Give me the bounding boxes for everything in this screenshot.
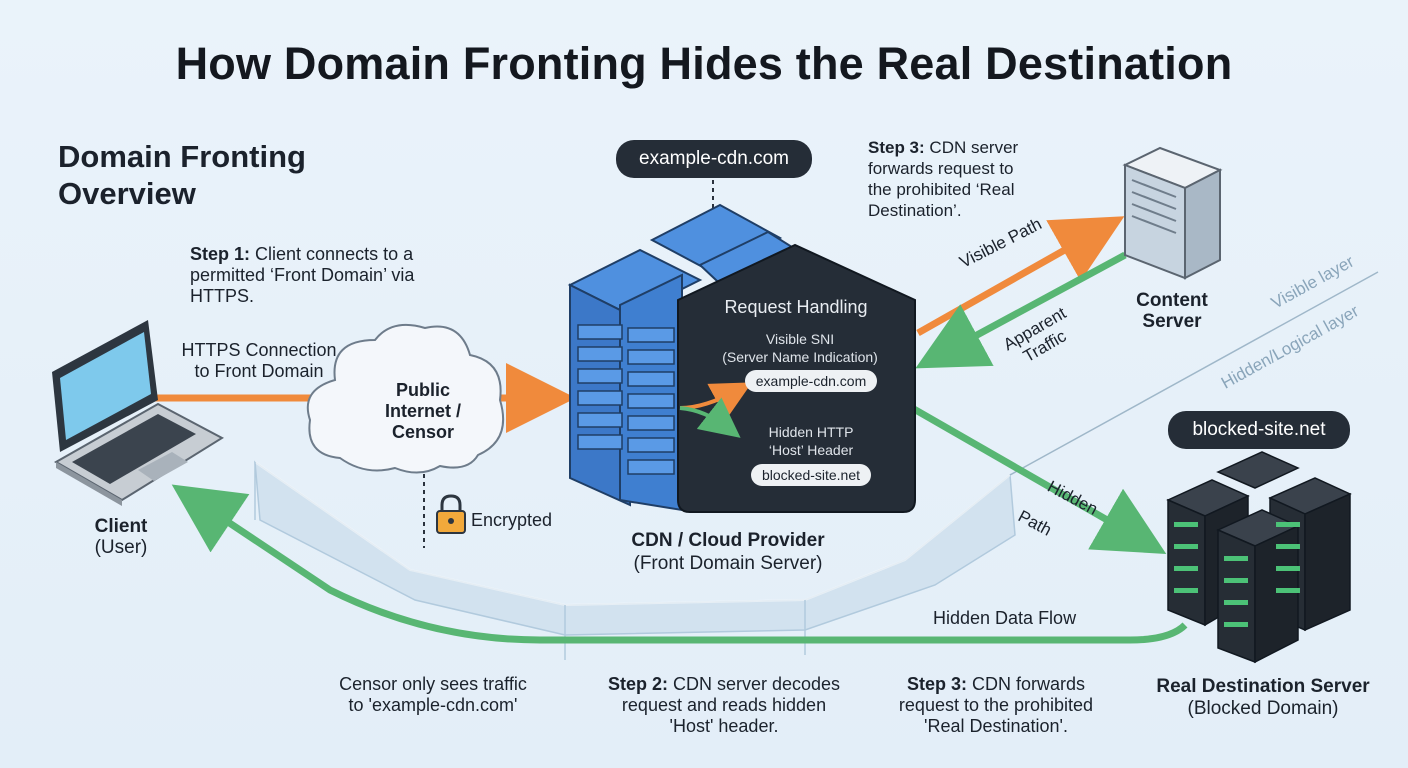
step3-top-text: Step 3: CDN server forwards request to t… xyxy=(868,137,1018,221)
arrow-apparent-traffic xyxy=(915,251,1127,369)
overview-line-1: Domain Fronting xyxy=(58,139,306,174)
lock-icon xyxy=(436,494,466,534)
hidden-data-flow-label: Hidden Data Flow xyxy=(933,608,1077,628)
step1-line-2: permitted ‘Front Domain’ via xyxy=(190,265,415,285)
real-destination-name: Real Destination Server xyxy=(1156,676,1370,697)
sni-label: Visible SNI (Server Name Indication) xyxy=(700,330,900,366)
host-header-label: Hidden HTTP ‘Host’ Header xyxy=(728,423,894,459)
sni-line-1: Visible SNI xyxy=(765,331,835,347)
laptop-icon xyxy=(52,320,225,506)
https-label-line-1: HTTPS Connection xyxy=(181,340,337,360)
censor-note: Censor only sees traffic to 'example-cdn… xyxy=(318,674,548,716)
step3-bottom-text: Step 3: CDN forwards request to the proh… xyxy=(878,674,1114,737)
step1-text: Step 1: Client connects to a permitted ‘… xyxy=(190,244,414,307)
step1-line-3: HTTPS. xyxy=(190,286,255,306)
step3-top-bold: Step 3: xyxy=(868,138,925,157)
https-connection-label: HTTPS Connection to Front Domain xyxy=(168,340,350,382)
host-line-1: Hidden HTTP xyxy=(768,424,854,440)
cdn-domain-pill: example-cdn.com xyxy=(616,140,812,178)
censor-note-line-2: to 'example-cdn.com' xyxy=(348,695,518,715)
content-server-line-2: Server xyxy=(1142,311,1202,332)
encrypted-tunnel xyxy=(254,460,1016,660)
step2-line-2: request and reads hidden xyxy=(621,695,827,715)
real-destination-server-icon xyxy=(1166,451,1352,664)
censor-note-line-1: Censor only sees traffic xyxy=(339,674,527,694)
request-handling-title: Request Handling xyxy=(724,297,868,317)
overview-line-2: Overview xyxy=(58,176,196,211)
arrow-hidden-data-flow xyxy=(171,484,1188,644)
content-server-line-1: Content xyxy=(1136,290,1208,311)
step1-line-1: Client connects to a xyxy=(250,244,414,264)
step3-top-line-1: CDN server xyxy=(924,138,1019,157)
client-label: Client (User) xyxy=(60,516,182,558)
cloud-line-1: Public xyxy=(395,380,450,400)
host-line-2: ‘Host’ Header xyxy=(768,442,854,458)
https-label-line-2: to Front Domain xyxy=(194,361,324,381)
page-title: How Domain Fronting Hides the Real Desti… xyxy=(175,38,1233,89)
step2-bottom-text: Step 2: CDN server decodes request and r… xyxy=(596,674,852,737)
panel-split-arrows xyxy=(679,382,753,438)
step3-bottom-bold: Step 3: xyxy=(906,674,967,694)
step3-top-line-3: the prohibited ‘Real xyxy=(868,180,1015,199)
cdn-server-rack-icon xyxy=(567,203,801,512)
step2-line-3: 'Host' header. xyxy=(669,716,779,736)
content-server-label: Content Server xyxy=(1120,290,1224,332)
cloud-icon xyxy=(306,324,505,474)
step2-line-1: CDN server decodes xyxy=(667,674,841,694)
layer-divider-line xyxy=(1009,271,1379,476)
host-value-chip: blocked-site.net xyxy=(751,464,871,486)
step3-top-line-4: Destination’. xyxy=(868,201,962,220)
blocked-site-pill: blocked-site.net xyxy=(1168,411,1350,449)
cloud-line-3: Censor xyxy=(391,422,454,442)
cdn-name: CDN / Cloud Provider xyxy=(631,530,825,551)
step3-bottom-line-3: 'Real Destination'. xyxy=(924,716,1068,736)
client-name: Client xyxy=(94,516,148,537)
step1-bold: Step 1: xyxy=(190,244,251,264)
sni-line-2: (Server Name Indication) xyxy=(722,349,878,365)
step2-bold: Step 2: xyxy=(607,674,668,694)
real-destination-sub: (Blocked Domain) xyxy=(1187,698,1339,719)
step3-top-line-2: forwards request to xyxy=(868,159,1014,178)
sni-value-chip: example-cdn.com xyxy=(745,370,877,392)
content-server-icon xyxy=(1122,146,1223,280)
step3-bottom-line-1: CDN forwards xyxy=(966,674,1086,694)
real-destination-label: Real Destination Server (Blocked Domain) xyxy=(1140,676,1386,720)
client-sub: (User) xyxy=(94,537,148,558)
cloud-label: Public Internet / Censor xyxy=(360,380,486,443)
cdn-sub: (Front Domain Server) xyxy=(633,553,823,574)
cloud-line-2: Internet / xyxy=(384,401,461,421)
step3-bottom-line-2: request to the prohibited xyxy=(898,695,1094,715)
overview-heading: Domain Fronting Overview xyxy=(58,138,306,212)
arrow-hidden-path xyxy=(891,393,1167,554)
encrypted-label: Encrypted xyxy=(471,510,553,530)
cdn-label: CDN / Cloud Provider (Front Domain Serve… xyxy=(590,529,866,575)
